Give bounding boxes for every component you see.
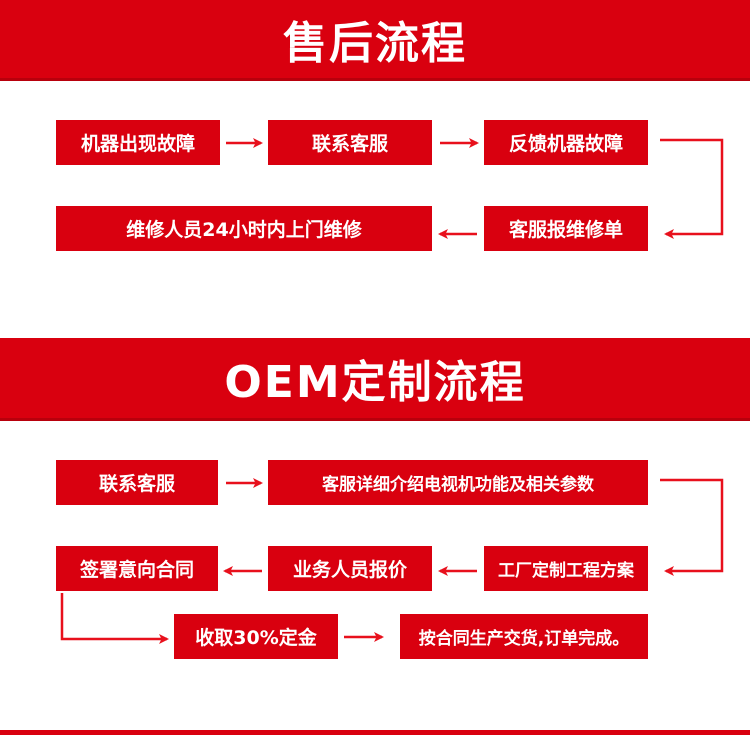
bottom-divider — [0, 730, 750, 735]
after-sales-step-onsite-repair: 维修人员24小时内上门维修 — [56, 206, 432, 251]
oem-step-production-delivery: 按合同生产交货,订单完成。 — [400, 614, 648, 659]
oem-step-sign-contract: 签署意向合同 — [56, 546, 218, 591]
arrow-elbow-icon — [60, 593, 169, 644]
after-sales-step-contact-service: 联系客服 — [268, 120, 432, 165]
after-sales-banner: 售后流程 — [0, 0, 750, 81]
oem-step-factory-plan: 工厂定制工程方案 — [484, 546, 648, 591]
oem-banner: OEM定制流程 — [0, 338, 750, 421]
arrow-elbow-icon — [660, 138, 724, 239]
oem-step-service-introduction: 客服详细介绍电视机功能及相关参数 — [268, 460, 648, 505]
after-sales-step-machine-fault: 机器出现故障 — [56, 120, 220, 165]
oem-step-contact-service: 联系客服 — [56, 460, 218, 505]
arrow-elbow-icon — [660, 478, 724, 576]
oem-step-deposit: 收取30%定金 — [174, 614, 338, 659]
oem-step-sales-quote: 业务人员报价 — [268, 546, 432, 591]
after-sales-step-repair-order: 客服报维修单 — [484, 206, 648, 251]
oem-title: OEM定制流程 — [224, 357, 526, 408]
after-sales-title: 售后流程 — [283, 18, 467, 69]
after-sales-step-report-fault: 反馈机器故障 — [484, 120, 648, 165]
